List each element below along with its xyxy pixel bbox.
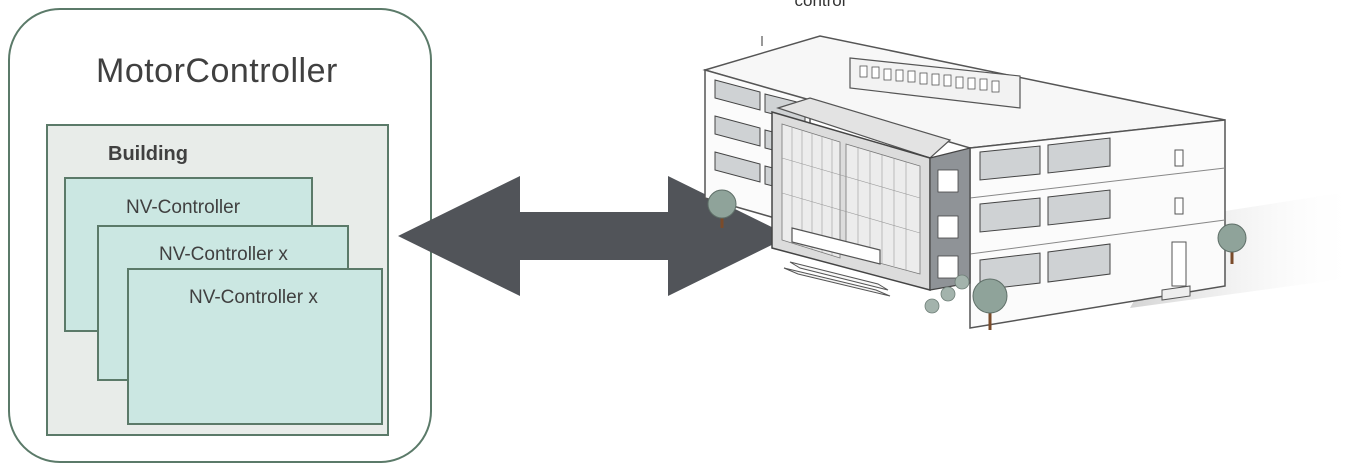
bidirectional-arrow	[398, 176, 790, 296]
top-caption: control	[794, 0, 846, 10]
nv-controller-label: NV-Controller	[126, 197, 241, 218]
nv-controller-x-label-2: NV-Controller x	[189, 287, 318, 308]
motor-controller-title: MotorController	[96, 52, 338, 90]
building-label: Building	[108, 143, 188, 165]
office-building-illustration	[702, 35, 1360, 330]
nv-controller-x-card-2: NV-Controller x	[127, 268, 383, 425]
nv-controller-x-label: NV-Controller x	[159, 244, 288, 265]
